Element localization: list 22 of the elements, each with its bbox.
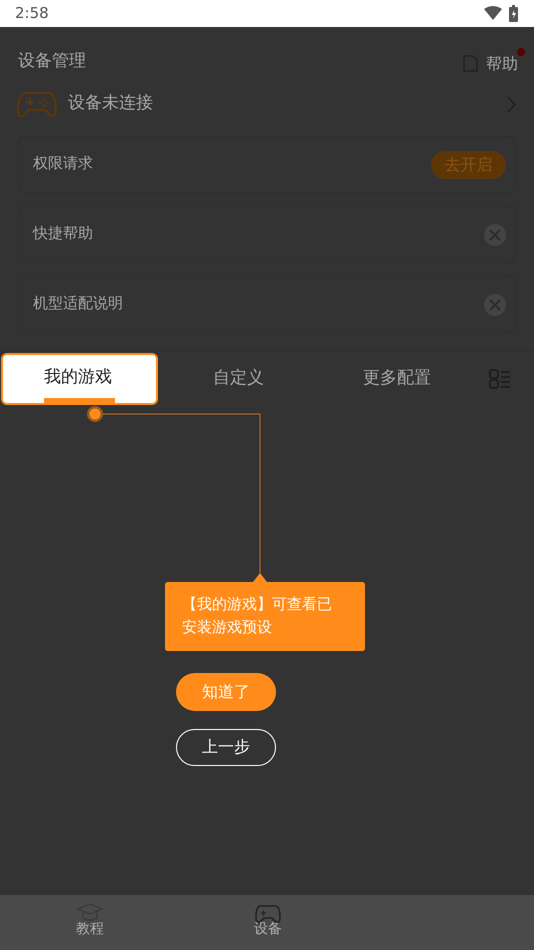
- tooltip-callout: [165, 573, 365, 651]
- help-link: 帮助: [486, 54, 518, 74]
- setting-card: [18, 136, 516, 193]
- nav-label: 设备: [254, 921, 282, 938]
- card-label: 权限请求: [33, 154, 93, 172]
- device-status: 设备未连接: [68, 93, 153, 114]
- nav-label: 教程: [76, 921, 104, 938]
- tab-label: 我的游戏: [44, 367, 112, 388]
- tooltip-text: 【我的游戏】可查看已安装游戏预设: [182, 594, 333, 638]
- card-label: 快捷帮助: [33, 224, 93, 242]
- leader-line: [102, 414, 260, 574]
- status-time: 2:58: [15, 4, 49, 22]
- tab-label: 自定义: [213, 368, 264, 388]
- confirm-button: 知道了: [176, 673, 276, 711]
- back-button: 上一步: [176, 729, 276, 766]
- setting-card: [18, 276, 516, 333]
- page-title: 设备管理: [18, 51, 86, 72]
- highlight-dot: [87, 406, 103, 422]
- card-label: 机型适配说明: [33, 294, 123, 312]
- selected-tab: [1, 353, 158, 405]
- setting-card: [18, 206, 516, 263]
- tab-label: 更多配置: [363, 368, 431, 388]
